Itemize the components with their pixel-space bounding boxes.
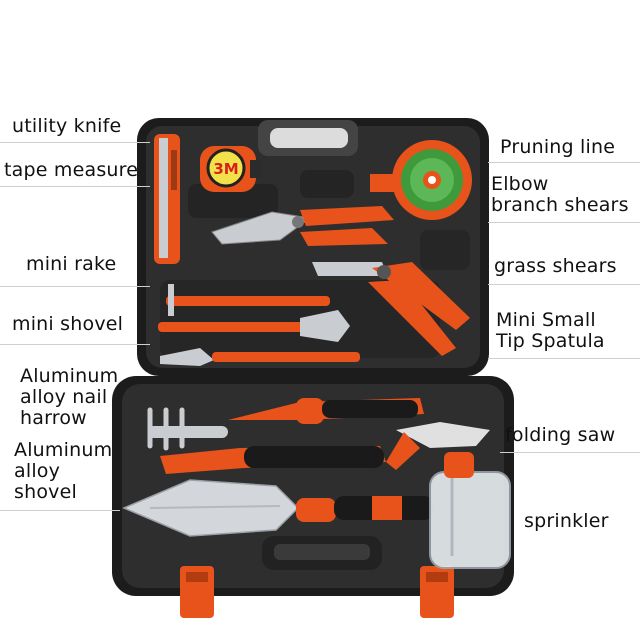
mini-spatula-tool	[160, 348, 360, 366]
sprinkler-bottle	[429, 452, 511, 569]
divider-line	[488, 284, 640, 285]
divider-line	[488, 162, 640, 163]
aluminum-alloy-shovel	[122, 479, 434, 537]
mini-shovel-tool	[158, 310, 350, 342]
utility-knife-tool	[154, 134, 180, 264]
label-elbow-shears-line1: Elbow	[491, 173, 549, 195]
tape-measure-tool: 3M	[200, 146, 262, 192]
label-mini-shovel: mini shovel	[12, 313, 124, 335]
divider-line	[0, 344, 150, 345]
label-tip-spatula-line2: Tip Spatula	[496, 330, 605, 352]
divider-line	[500, 452, 640, 453]
label-pruning-line: Pruning line	[500, 136, 616, 158]
label-sprinkler: sprinkler	[524, 510, 609, 532]
divider-line	[0, 286, 150, 287]
grass-shears	[312, 262, 470, 356]
label-folding-saw: folding saw	[505, 424, 616, 446]
mini-rake-tool	[166, 284, 330, 316]
label-tip-spatula-line1: Mini Small	[496, 309, 596, 331]
tape-brand-logo: 3M	[213, 160, 238, 178]
label-elbow-shears-line2: branch shears	[491, 194, 629, 216]
label-alloy-shovel-line2: alloy	[14, 460, 61, 482]
divider-line	[0, 186, 150, 187]
label-utility-knife: utility knife	[12, 115, 122, 137]
pruning-line-spool	[370, 140, 472, 220]
label-nail-harrow-line2: alloy nail	[20, 386, 108, 408]
label-alloy-shovel-line3: shovel	[14, 481, 77, 503]
label-grass-shears: grass shears	[494, 255, 617, 277]
label-alloy-shovel-line1: Aluminum	[14, 439, 113, 461]
label-mini-rake: mini rake	[26, 253, 117, 275]
divider-line	[0, 142, 150, 143]
aluminum-nail-harrow	[147, 398, 424, 451]
folding-saw-tool	[160, 422, 490, 474]
divider-line	[488, 222, 640, 223]
label-nail-harrow-line3: harrow	[20, 407, 87, 429]
divider-line	[488, 358, 640, 359]
elbow-branch-shears	[211, 206, 394, 246]
divider-line	[0, 510, 120, 511]
label-nail-harrow-line1: Aluminum	[20, 365, 119, 387]
label-tape-measure: tape measure	[4, 159, 139, 181]
